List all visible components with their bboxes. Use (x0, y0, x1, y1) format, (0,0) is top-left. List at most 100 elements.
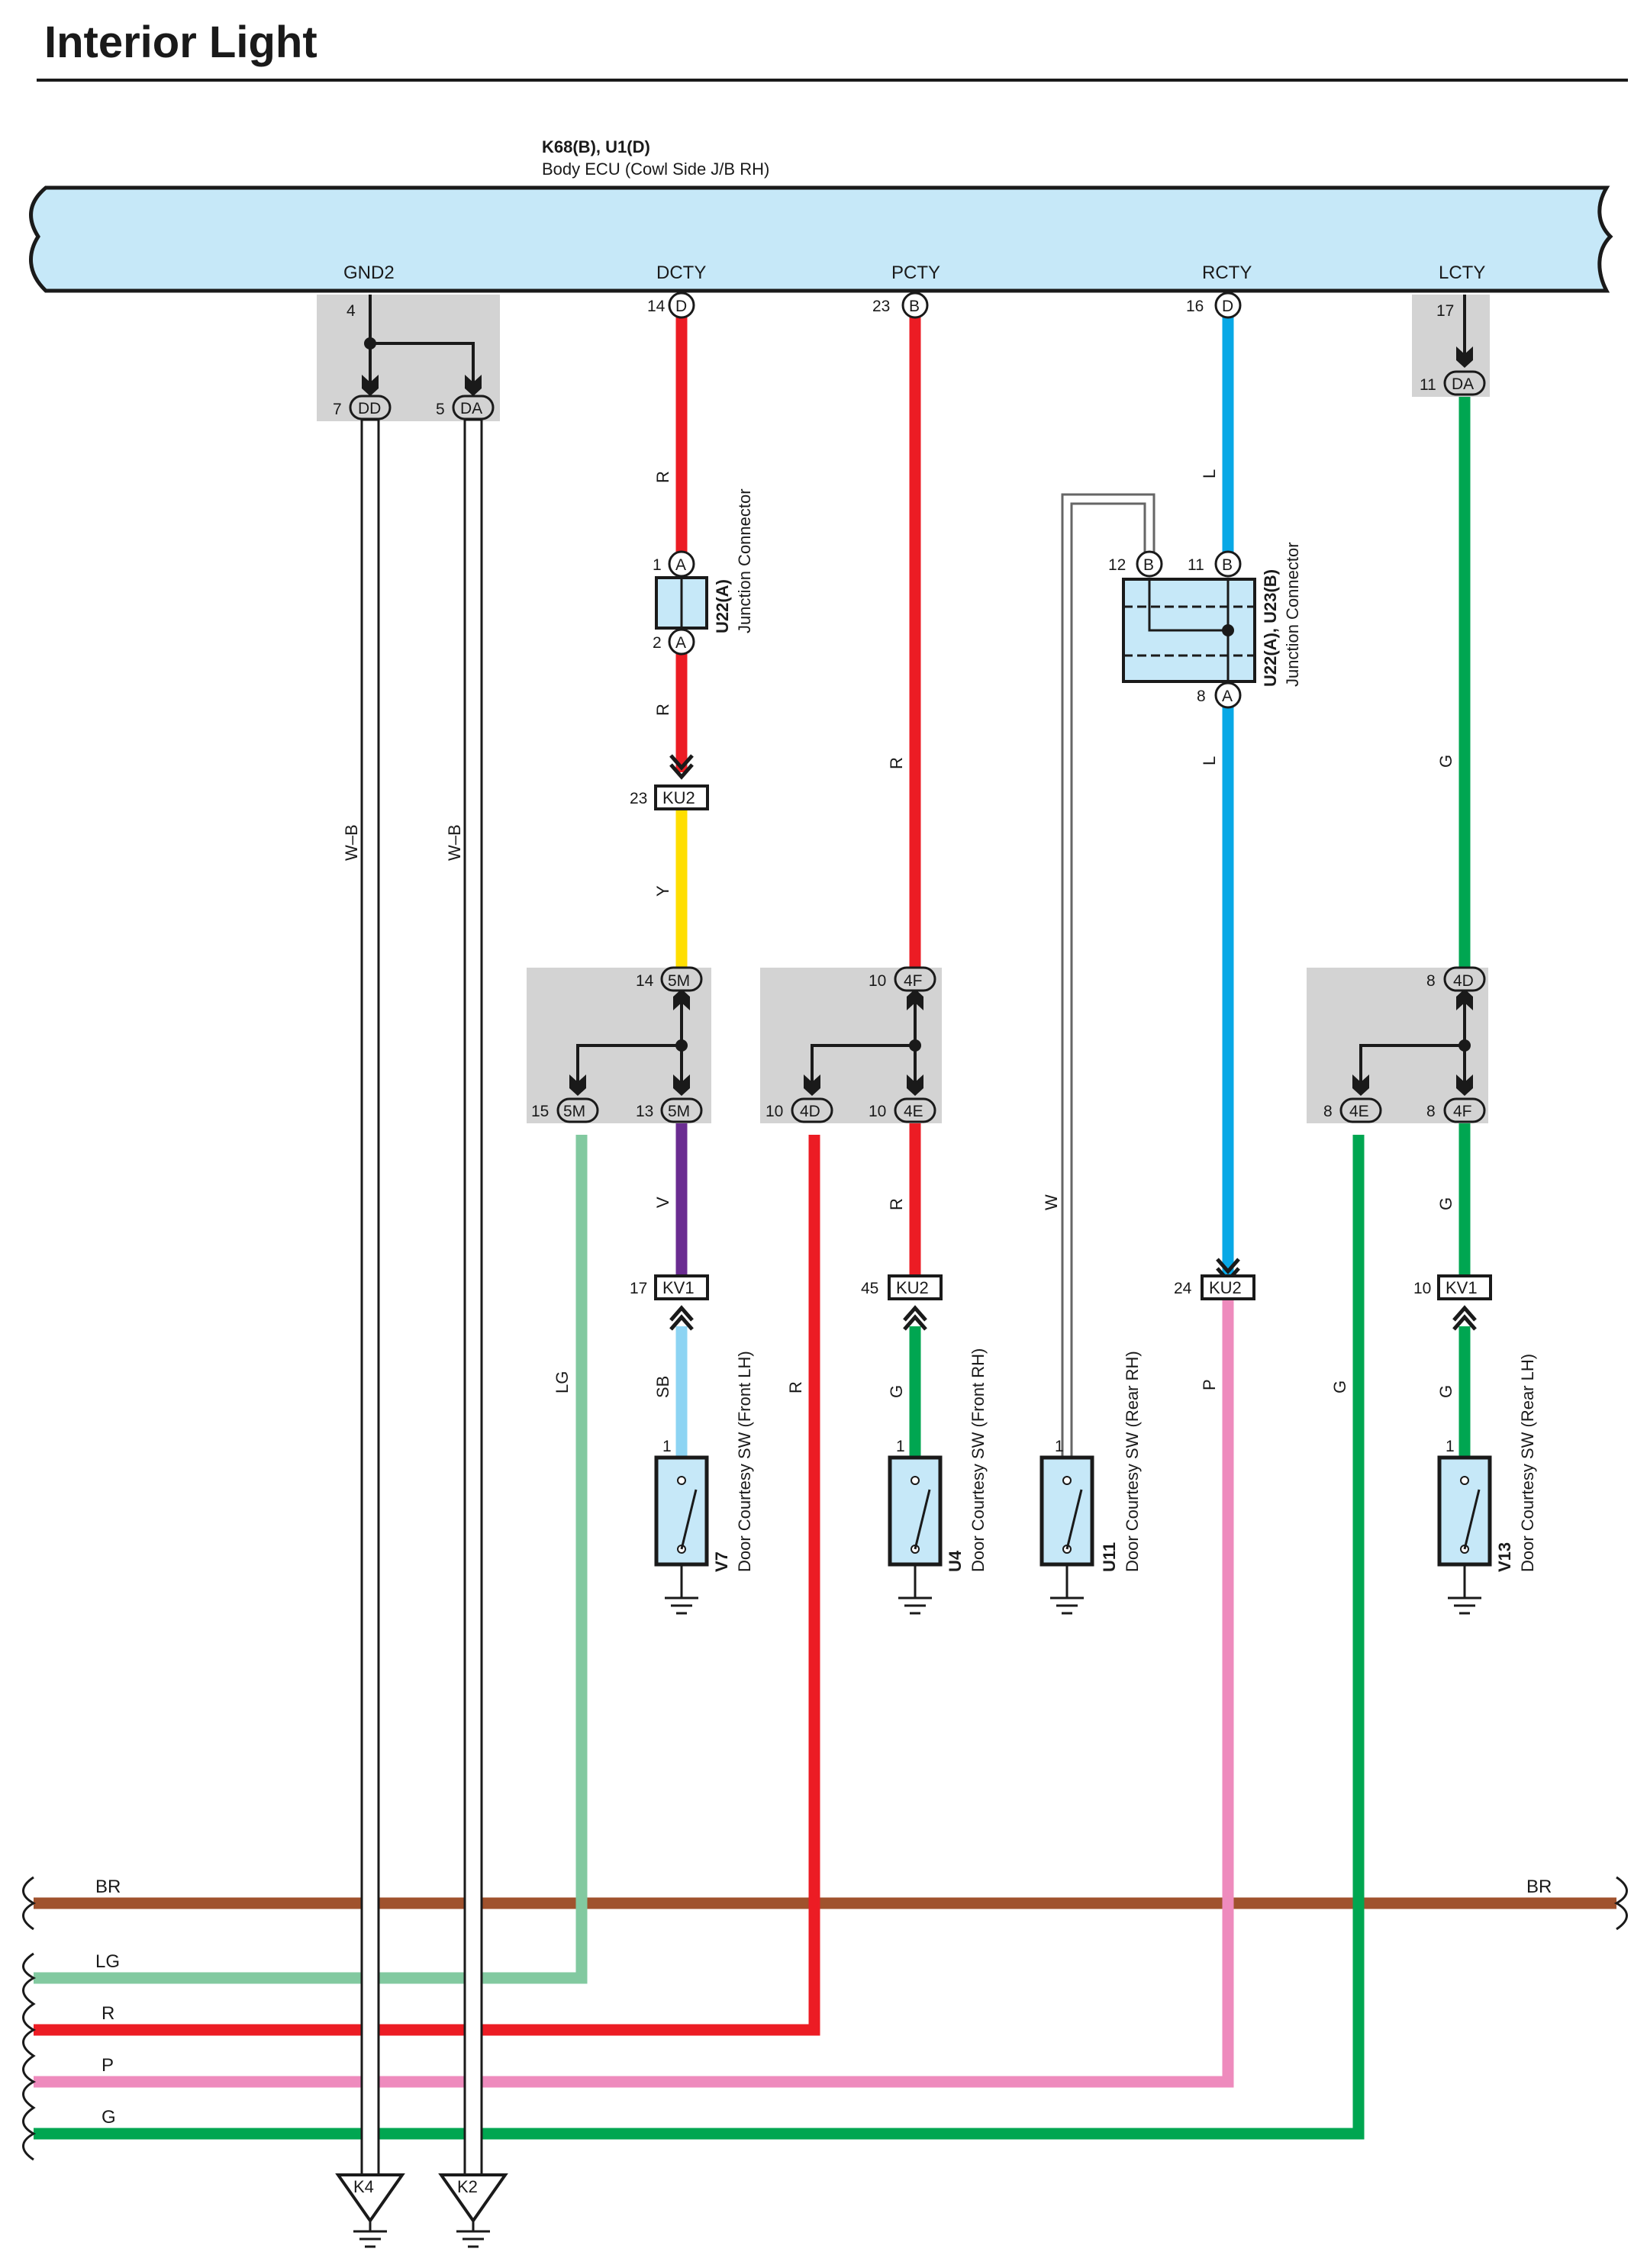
wire-label-dcty-r2: R (653, 704, 672, 716)
bus-label-br: BR (95, 1877, 121, 1897)
wire-label-pcty-g: G (887, 1385, 906, 1398)
wire-label-pcty-r2: R (887, 1198, 906, 1210)
connector-code-3: KU2 (896, 1278, 929, 1297)
switch-v7-code: V7 (712, 1551, 731, 1572)
switch-v7-pin: 1 (662, 1438, 672, 1455)
bus-wire-lg (34, 1135, 588, 1984)
junction-a-code: U22(A) (713, 579, 732, 633)
page-title: Interior Light (44, 18, 317, 67)
gnd2-circuit (335, 295, 508, 2248)
dcty-conn: D (675, 298, 687, 315)
connector-code-2: KV1 (662, 1278, 695, 1297)
switch-u4-code: U4 (946, 1550, 965, 1572)
lcty-junction-conn: DA (1452, 375, 1474, 393)
gnd2-left-conn: DD (358, 400, 381, 417)
connector-pin-4: 24 (1174, 1280, 1192, 1297)
wire-wb-1 (360, 418, 380, 2176)
junction-2-in-pin: 10 (869, 972, 886, 990)
switch-u4-name: Door Courtesy SW (Front RH) (969, 1348, 988, 1572)
wire-label-lcty-g3: G (1436, 1385, 1455, 1398)
rcty-conn: D (1222, 298, 1233, 315)
pcty-pin: 23 (872, 298, 890, 315)
junction-b-bottom-pin: 8 (1197, 688, 1206, 705)
wire-label-rcty-l2: L (1200, 756, 1219, 765)
lcty-pin: 17 (1436, 302, 1454, 320)
ecu-codes: K68(B), U1(D) (542, 137, 650, 156)
wire-label-lcty-g1: G (1436, 755, 1455, 768)
junction-2-right-conn: 4E (904, 1103, 923, 1120)
wire-label-w: W (1042, 1194, 1061, 1210)
junction-2-left-conn: 4D (800, 1103, 820, 1120)
junction-3-in-conn: 4D (1453, 972, 1474, 990)
junction-2-in-conn: 4F (904, 972, 923, 990)
bus-wire-r (34, 1135, 820, 2036)
dcty-circuit (556, 292, 709, 1615)
body-ecu (29, 185, 1613, 293)
junction-1-in-conn: 5M (668, 972, 690, 990)
wire-label-dcty-v: V (653, 1197, 672, 1208)
junction-a-top-conn: A (675, 556, 686, 574)
pcty-conn: B (909, 298, 920, 315)
dcty-pin: 14 (647, 298, 666, 315)
bus-wire-p (34, 1300, 1234, 2088)
gnd2-right-conn: DA (460, 400, 482, 417)
lcty-junction-pin: 11 (1420, 376, 1436, 394)
junction-a-top-pin: 1 (653, 556, 662, 574)
junction-a-bottom-pin: 2 (653, 634, 662, 652)
switch-u4-pin: 1 (896, 1438, 905, 1455)
switch-v13-pin: 1 (1446, 1438, 1455, 1455)
connector-code-1: KU2 (662, 788, 695, 807)
bus-label-r: R (102, 2003, 114, 2024)
junction-a-name: Junction Connector (735, 488, 754, 633)
wire-label-pcty-r1: R (887, 757, 906, 769)
junction-b-right-conn: B (1222, 556, 1233, 574)
wire-label-lcty-g2: G (1436, 1197, 1455, 1210)
rcty-pin: 16 (1186, 298, 1204, 315)
bus-label-g: G (102, 2107, 116, 2128)
ecu-name: Body ECU (Cowl Side J/B RH) (542, 159, 769, 179)
wire-label-pcty-r-left: R (786, 1381, 805, 1393)
junction-b-bottom-conn: A (1222, 688, 1233, 705)
wire-label-dcty-r1: R (653, 471, 672, 483)
lcty-circuit (1339, 295, 1492, 1615)
wire-wb-2 (463, 418, 483, 2176)
switch-v13-code: V13 (1495, 1542, 1514, 1572)
pcty-circuit (791, 292, 943, 1615)
junction-3-left-pin: 8 (1323, 1103, 1333, 1120)
bus-label-br-right: BR (1526, 1877, 1552, 1897)
title-rule (37, 79, 1628, 82)
connector-code-4: KU2 (1209, 1278, 1242, 1297)
junction-1-in-pin: 14 (636, 972, 654, 990)
junction-b-left-pin: 12 (1108, 556, 1126, 574)
connector-pin-5: 10 (1413, 1280, 1431, 1297)
ground-code-k4: K4 (353, 2177, 374, 2196)
junction-1-left-pin: 15 (531, 1103, 549, 1120)
junction-b-right-pin: 11 (1188, 556, 1204, 574)
terminal-label-rcty: RCTY (1202, 263, 1252, 283)
junction-1-left-conn: 5M (563, 1103, 585, 1120)
junction-a-bottom-conn: A (675, 634, 686, 652)
switch-v7-name: Door Courtesy SW (Front LH) (735, 1351, 754, 1572)
wire-label-lg: LG (553, 1371, 572, 1393)
terminal-label-dcty: DCTY (656, 263, 706, 283)
connector-pin-2: 17 (630, 1280, 647, 1297)
switch-v13-name: Door Courtesy SW (Rear LH) (1518, 1354, 1537, 1572)
junction-1-right-conn: 5M (668, 1103, 690, 1120)
wire-label-dcty-sb: SB (653, 1376, 672, 1398)
terminal-label-pcty: PCTY (891, 263, 940, 283)
switch-u11-name: Door Courtesy SW (Rear RH) (1123, 1351, 1142, 1572)
junction-3-in-pin: 8 (1426, 972, 1436, 990)
junction-1-right-pin: 13 (636, 1103, 653, 1120)
bus-label-p: P (102, 2055, 114, 2076)
junction-2-left-pin: 10 (765, 1103, 783, 1120)
switch-u11-code: U11 (1100, 1542, 1119, 1572)
ground-code-k2: K2 (457, 2177, 478, 2196)
terminal-label-gnd2: GND2 (343, 263, 395, 283)
connector-pin-3: 45 (861, 1280, 878, 1297)
rcty-circuit (1039, 292, 1256, 1615)
bus-label-lg: LG (95, 1951, 120, 1972)
wire-label-rcty-l1: L (1200, 469, 1219, 478)
junction-3-left-conn: 4E (1349, 1103, 1369, 1120)
wire-label-lcty-g-left: G (1330, 1380, 1349, 1393)
junction-b-left-conn: B (1143, 556, 1154, 574)
